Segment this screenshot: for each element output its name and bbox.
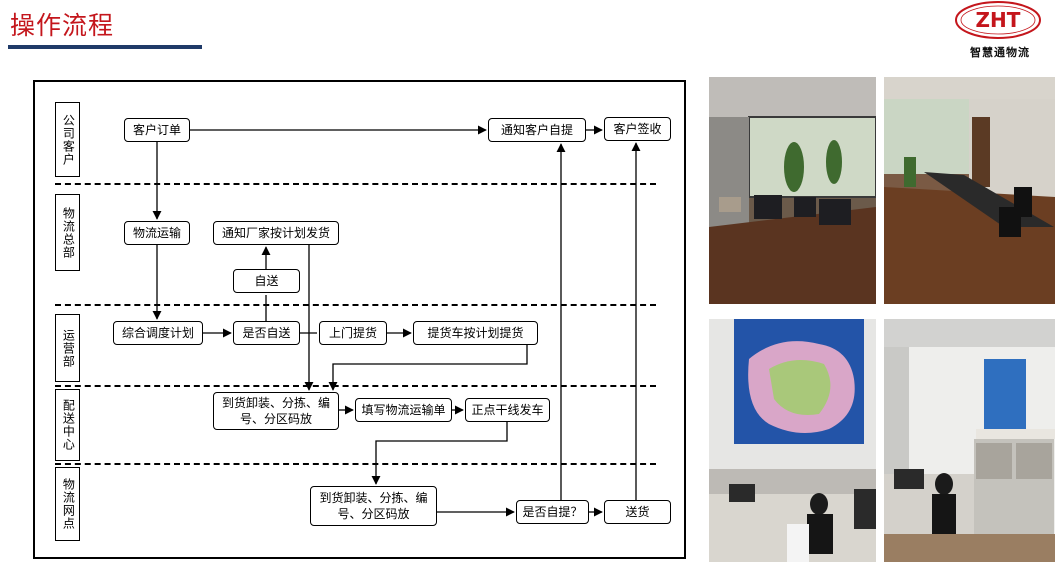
node-notify-customer-pickup: 通知客户自提 xyxy=(488,118,586,142)
lane-label: 物流网点 xyxy=(61,478,76,530)
node-notify-factory: 通知厂家按计划发货 xyxy=(213,221,339,245)
company-logo: ZHT 智慧通物流 xyxy=(944,0,1056,66)
meeting-room-photo xyxy=(884,77,1055,304)
lane-company-customer: 公司客户 xyxy=(55,102,80,177)
node-fill-waybill: 填写物流运输单 xyxy=(355,398,452,422)
lane-logistics-outlet: 物流网点 xyxy=(55,467,80,541)
node-is-self-delivery: 是否自送 xyxy=(233,321,300,345)
node-line: 号、分区码放 xyxy=(239,412,312,426)
lane-divider xyxy=(55,385,656,387)
lane-logistics-hq: 物流总部 xyxy=(55,194,80,271)
node-delivery: 送货 xyxy=(604,500,671,524)
lobby-photo xyxy=(709,77,876,304)
logo-name: 智慧通物流 xyxy=(970,46,1030,59)
node-line: 号、分区码放 xyxy=(337,507,410,521)
node-self-delivery: 自送 xyxy=(233,269,300,293)
node-trunk-departure: 正点干线发车 xyxy=(465,398,550,422)
node-line: 到货卸装、分拣、编 xyxy=(221,395,330,410)
node-outlet-unload-sort: 到货卸装、分拣、编 号、分区码放 xyxy=(310,486,437,526)
lane-distribution-center: 配送中心 xyxy=(55,389,80,461)
page-title: 操作流程 xyxy=(10,11,115,40)
node-line: 到货卸装、分拣、编 xyxy=(319,490,428,505)
node-door-pickup: 上门提货 xyxy=(319,321,387,345)
node-logistics-transport: 物流运输 xyxy=(124,221,190,245)
lane-label: 运营部 xyxy=(61,328,76,368)
map-office-photo xyxy=(709,319,876,562)
node-customer-sign: 客户签收 xyxy=(604,117,671,141)
lane-label: 配送中心 xyxy=(61,399,76,451)
lane-operations: 运营部 xyxy=(55,314,80,382)
lane-divider xyxy=(55,183,656,185)
node-is-self-pickup: 是否自提？ xyxy=(516,500,589,524)
title-underline xyxy=(8,45,202,49)
flow-diagram-frame xyxy=(33,80,686,559)
cabinet-office-photo xyxy=(884,319,1055,562)
lane-divider xyxy=(55,463,656,465)
node-customer-order: 客户订单 xyxy=(124,118,190,142)
lane-label: 物流总部 xyxy=(61,206,76,259)
zht-logo-icon: ZHT xyxy=(955,1,1041,39)
lane-divider xyxy=(55,304,656,306)
lane-label: 公司客户 xyxy=(61,113,76,166)
node-dc-unload-sort: 到货卸装、分拣、编 号、分区码放 xyxy=(213,392,339,430)
node-dispatch-plan: 综合调度计划 xyxy=(113,321,203,345)
node-truck-pickup: 提货车按计划提货 xyxy=(413,321,538,345)
logo-mark: ZHT xyxy=(976,8,1021,32)
